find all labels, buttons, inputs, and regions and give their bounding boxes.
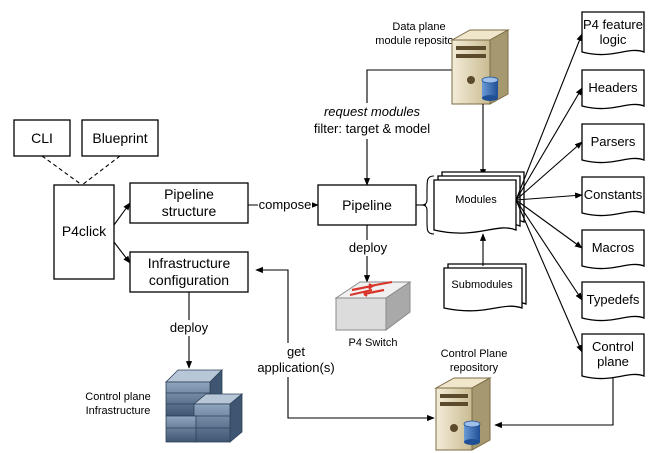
p4click-to-pipeline-structure-arrow xyxy=(113,202,131,226)
infra-config-label-2: configuration xyxy=(149,272,229,288)
pipeline-structure-box xyxy=(129,182,249,224)
control-plane-infra-rack-icon xyxy=(165,369,244,443)
pipeline-label: Pipeline xyxy=(342,197,392,213)
feature-doc-label-headers: Headers xyxy=(588,80,638,95)
deploy-switch-label-bg xyxy=(346,240,390,256)
feature-doc-control-plane xyxy=(581,333,645,380)
blueprint-box xyxy=(81,119,159,157)
control-plane-repo-server-icon xyxy=(434,377,492,451)
feature-doc-label-control-2: plane xyxy=(597,354,629,369)
pipeline-structure-label-1: Pipeline xyxy=(164,186,214,202)
blueprint-label: Blueprint xyxy=(92,130,147,146)
deploy-switch-label: deploy xyxy=(349,240,388,255)
control-plane-infra-label-1: Control plane xyxy=(85,391,150,403)
data-plane-repo-disk-icon xyxy=(481,76,499,101)
feature-doc-label-p4-2: logic xyxy=(600,32,627,47)
get-applications-label-2: application(s) xyxy=(257,360,334,375)
request-modules-label: request modules xyxy=(324,104,421,119)
modules-document-stack xyxy=(433,171,525,234)
feature-doc-headers xyxy=(581,69,645,110)
modules-label: Modules xyxy=(455,194,497,206)
submodules-document-stack xyxy=(443,263,527,312)
deploy-infra-label-bg xyxy=(166,320,212,336)
get-applications-label-bg xyxy=(258,343,332,377)
feature-doc-macros xyxy=(581,229,645,270)
filter-label: filter: target & model xyxy=(314,121,430,136)
cli-to-p4click-link xyxy=(41,155,83,186)
p4click-box xyxy=(53,184,115,280)
feature-doc-label-p4-1: P4 feature xyxy=(583,17,643,32)
infra-config-label-1: Infrastructure xyxy=(148,255,231,271)
deploy-infra-label: deploy xyxy=(170,320,209,335)
control-doc-to-repo-arrow xyxy=(494,378,614,429)
pipeline-structure-label-2: structure xyxy=(162,203,217,219)
p4click-to-infra-config-arrow xyxy=(113,241,131,264)
data-plane-repo-label-1: Data plane xyxy=(392,21,445,33)
feature-doc-constants xyxy=(581,176,645,217)
data-plane-repo-label-2: module repository xyxy=(375,35,463,47)
control-plane-infra-label-2: Infrastructure xyxy=(86,405,151,417)
control-plane-repo-disk-icon xyxy=(463,420,481,445)
p4-switch-label: P4 Switch xyxy=(349,337,398,349)
feature-doc-label-parsers: Parsers xyxy=(591,134,636,149)
request-modules-arrow xyxy=(363,69,462,186)
submodules-label: Submodules xyxy=(451,279,513,291)
blueprint-to-p4click-link xyxy=(81,155,121,186)
feature-doc-label-constants: Constants xyxy=(584,187,643,202)
cli-box xyxy=(13,119,71,157)
feature-doc-p4-logic xyxy=(581,11,645,56)
data-plane-repo-server-icon xyxy=(450,29,510,105)
infra-config-box xyxy=(129,251,249,293)
compose-label: compose xyxy=(259,197,312,212)
feature-doc-label-typedefs: Typedefs xyxy=(587,292,640,307)
cli-label: CLI xyxy=(31,130,53,146)
control-plane-repo-label-2: repository xyxy=(450,362,499,374)
feature-fan-arrows xyxy=(515,33,583,353)
request-modules-label-bg xyxy=(306,103,438,139)
feature-doc-label-control-1: Control xyxy=(592,339,634,354)
modules-brace xyxy=(421,175,435,235)
feature-doc-label-macros: Macros xyxy=(592,240,635,255)
control-plane-repo-label-1: Control Plane xyxy=(441,348,508,360)
get-applications-label-1: get xyxy=(287,344,305,359)
p4-switch-icon xyxy=(334,281,412,331)
p4click-label: P4click xyxy=(62,223,107,239)
feature-doc-typedefs xyxy=(581,281,645,322)
feature-doc-parsers xyxy=(581,123,645,164)
compose-label-bg xyxy=(258,196,312,212)
